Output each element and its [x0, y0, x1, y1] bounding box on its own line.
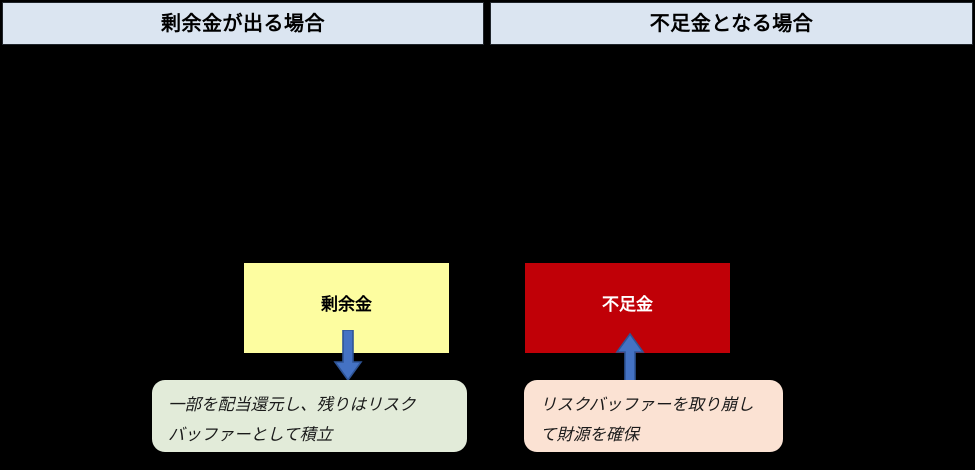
up-arrow-icon [615, 332, 645, 384]
callout-surplus: 一部を配当還元し、残りはリスク バッファーとして積立 [152, 380, 467, 452]
callout-deficit-text: リスクバッファーを取り崩し て財源を確保 [540, 396, 754, 444]
header-banner-deficit-label: 不足金となる場合 [649, 12, 814, 35]
header-banner-deficit: 不足金となる場合 [490, 2, 973, 45]
deficit-block-label: 不足金 [602, 295, 653, 314]
surplus-block-label: 剰余金 [321, 295, 372, 314]
callout-deficit: リスクバッファーを取り崩し て財源を確保 [524, 380, 783, 452]
header-banner-surplus: 剰余金が出る場合 [2, 2, 484, 45]
callout-surplus-text: 一部を配当還元し、残りはリスク バッファーとして積立 [168, 396, 416, 444]
header-banner-surplus-label: 剰余金が出る場合 [161, 12, 325, 35]
down-arrow-icon [333, 330, 363, 382]
